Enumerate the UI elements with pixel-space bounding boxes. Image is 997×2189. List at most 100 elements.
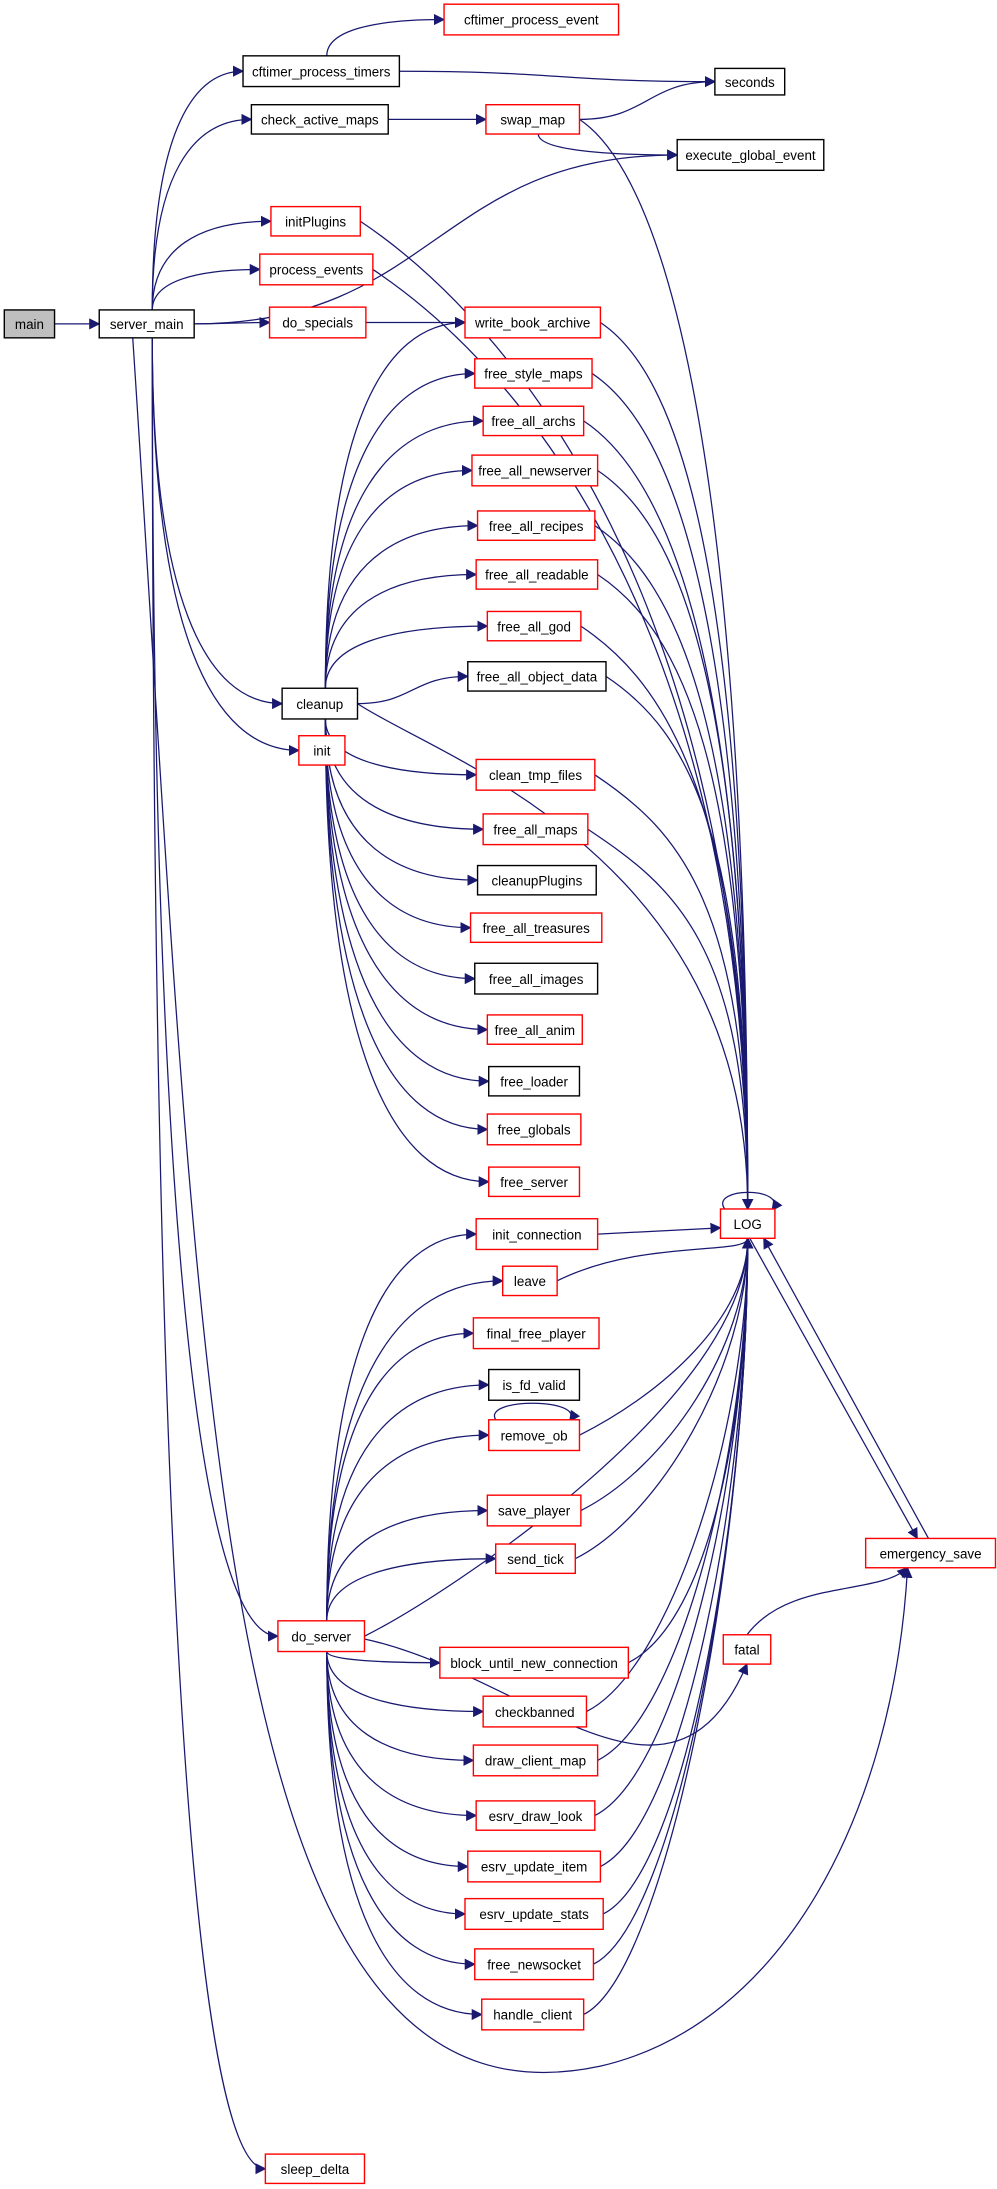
node-label: sleep_delta — [281, 2162, 350, 2177]
node-fatal[interactable]: fatal — [722, 1634, 772, 1665]
node-esrv-update-stats[interactable]: esrv_update_stats — [464, 1897, 604, 1931]
node-label: block_until_new_connection — [450, 1656, 618, 1671]
node-swap-map[interactable]: swap_map — [485, 104, 581, 135]
node-process-events[interactable]: process_events — [259, 253, 374, 286]
node-label: free_all_images — [489, 972, 584, 987]
node-esrv-draw-look[interactable]: esrv_draw_look — [475, 1800, 596, 1831]
node-execute-global-event[interactable]: execute_global_event — [676, 138, 825, 172]
edge-remove-ob-to-remove-ob — [493, 1402, 581, 1423]
node-free-globals[interactable]: free_globals — [486, 1113, 582, 1146]
edge-server-main-to-init — [151, 337, 300, 756]
node-free-all-images[interactable]: free_all_images — [474, 962, 599, 995]
node-free-newsocket[interactable]: free_newsocket — [474, 1948, 595, 1981]
edge-do-server-to-esrv-update-item — [326, 1651, 469, 1873]
node-leave[interactable]: leave — [501, 1265, 558, 1297]
node-box — [719, 1208, 776, 1239]
node-box — [467, 1850, 602, 1883]
node-box — [264, 2153, 366, 2185]
node-write-book-archive[interactable]: write_book_archive — [464, 306, 602, 339]
node-cftimer-process-event[interactable]: cftimer_process_event — [443, 3, 620, 36]
node-is-fd-valid[interactable]: is_fd_valid — [488, 1368, 581, 1401]
edge-emergency-save-to-log — [763, 1237, 930, 1539]
node-free-all-readable[interactable]: free_all_readable — [475, 559, 599, 590]
node-init[interactable]: init — [298, 735, 346, 766]
node-final-free-player[interactable]: final_free_player — [472, 1317, 600, 1350]
node-box — [443, 3, 620, 36]
node-label: LOG — [734, 1217, 762, 1232]
node-esrv-update-item[interactable]: esrv_update_item — [467, 1850, 602, 1883]
node-free-all-archs[interactable]: free_all_archs — [482, 405, 585, 437]
node-free-all-treasures[interactable]: free_all_treasures — [469, 912, 603, 944]
node-cleanup[interactable]: cleanup — [281, 687, 359, 720]
node-label: server_main — [110, 317, 184, 332]
node-do-specials[interactable]: do_specials — [268, 306, 367, 339]
edge-do-server-to-handle-client — [326, 1651, 483, 2021]
node-label: init — [313, 744, 330, 759]
node-box — [714, 67, 786, 96]
node-free-server[interactable]: free_server — [488, 1166, 581, 1198]
edge-swap-map-to-log — [579, 118, 754, 1211]
edge-fatal-to-emergency-save — [746, 1566, 909, 1636]
edge-cftimer-process-timers-to-seconds — [399, 70, 717, 88]
node-box — [469, 912, 603, 944]
node-label: check_active_maps — [261, 113, 379, 128]
node-label: write_book_archive — [474, 316, 590, 331]
edge-server-main-to-check-active-maps — [151, 113, 253, 310]
node-label: final_free_player — [487, 1326, 587, 1341]
node-free-all-newserver[interactable]: free_all_newserver — [471, 454, 599, 487]
node-free-all-maps[interactable]: free_all_maps — [482, 813, 589, 846]
edge-cleanup-to-free-all-recipes — [324, 520, 479, 689]
node-init-connection[interactable]: init_connection — [475, 1218, 599, 1251]
node-label: free_globals — [498, 1123, 571, 1138]
node-free-loader[interactable]: free_loader — [488, 1065, 581, 1097]
edge-save-player-to-log — [580, 1237, 754, 1512]
node-clean-tmp-files[interactable]: clean_tmp_files — [475, 758, 596, 791]
node-save-player[interactable]: save_player — [486, 1494, 582, 1527]
node-cftimer-process-timers[interactable]: cftimer_process_timers — [242, 55, 401, 88]
node-label: do_specials — [282, 316, 353, 331]
node-send-tick[interactable]: send_tick — [495, 1543, 576, 1575]
node-free-all-god[interactable]: free_all_god — [486, 610, 582, 642]
node-handle-client[interactable]: handle_client — [481, 1998, 585, 2031]
node-sleep-delta[interactable]: sleep_delta — [264, 2153, 366, 2185]
node-seconds[interactable]: seconds — [714, 67, 786, 96]
node-box — [464, 1897, 604, 1931]
node-free-all-recipes[interactable]: free_all_recipes — [476, 510, 596, 541]
node-free-all-object-data[interactable]: free_all_object_data — [467, 661, 607, 692]
edge-cleanup-to-write-book-archive — [324, 316, 467, 689]
node-checkbanned[interactable]: checkbanned — [482, 1695, 588, 1728]
edge-server-main-to-do-server — [151, 337, 280, 1642]
node-main[interactable]: main — [3, 309, 56, 339]
node-log[interactable]: LOG — [719, 1208, 776, 1239]
node-box — [475, 1218, 599, 1251]
edge-do-server-to-send-tick — [326, 1553, 497, 1621]
node-block-until-new-connection[interactable]: block_until_new_connection — [439, 1646, 630, 1679]
nodes-layer: main server_main cftimer_process_eventcfti… — [3, 3, 997, 2185]
edge-free-all-archs-to-log — [583, 420, 754, 1211]
edge-cleanup-to-free-all-images — [324, 718, 476, 985]
node-label: fatal — [734, 1643, 759, 1658]
node-free-all-anim[interactable]: free_all_anim — [486, 1014, 583, 1045]
edge-cleanup-to-free-globals — [324, 718, 489, 1135]
node-box — [501, 1265, 558, 1297]
node-remove-ob[interactable]: remove_ob — [488, 1419, 581, 1452]
node-emergency-save[interactable]: emergency_save — [864, 1537, 997, 1569]
node-do-server[interactable]: do_server — [277, 1620, 366, 1653]
node-check-active-maps[interactable]: check_active_maps — [250, 104, 389, 135]
edge-server-main-to-do-specials — [194, 316, 271, 329]
node-free-style-maps[interactable]: free_style_maps — [474, 358, 593, 389]
node-label: draw_client_map — [485, 1754, 586, 1769]
node-label: free_all_anim — [495, 1023, 575, 1038]
node-initplugins[interactable]: initPlugins — [270, 205, 361, 237]
node-box — [488, 1419, 581, 1452]
node-label: cftimer_process_event — [464, 13, 599, 28]
node-server-main[interactable]: server_main — [98, 309, 195, 339]
node-box — [298, 735, 346, 766]
edge-cleanup-to-free-all-object-data — [357, 670, 469, 705]
node-draw-client-map[interactable]: draw_client_map — [472, 1744, 599, 1777]
edge-server-main-to-execute-global-event — [194, 149, 679, 325]
node-box — [474, 962, 599, 995]
node-box — [250, 104, 389, 135]
node-cleanupplugins[interactable]: cleanupPlugins — [476, 864, 597, 896]
